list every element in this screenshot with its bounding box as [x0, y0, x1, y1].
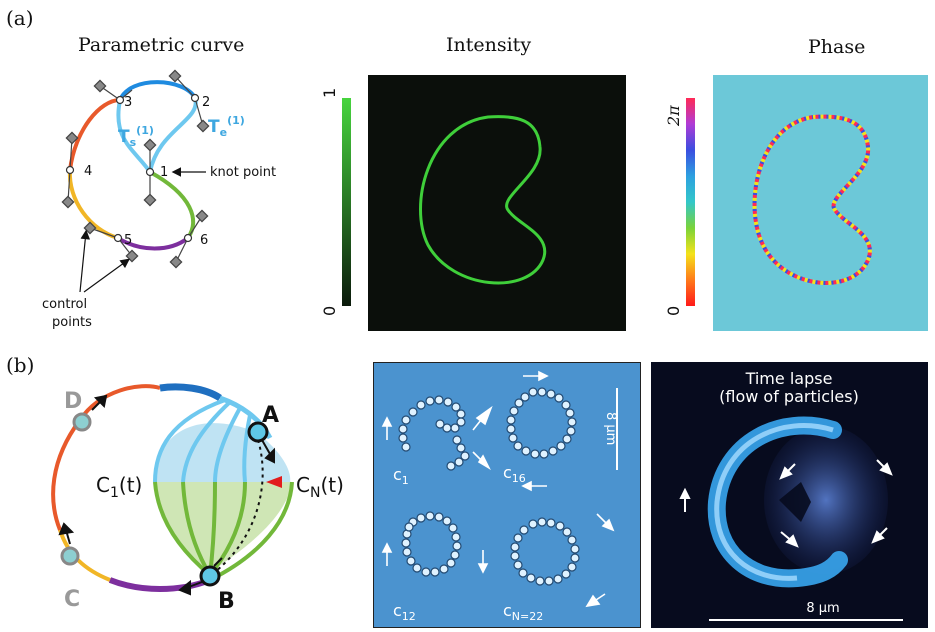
intensity-curve: [419, 115, 547, 285]
knot-label-2: 2: [202, 95, 210, 110]
particle-d: [72, 412, 92, 432]
control-arrow-1: [79, 229, 91, 293]
knot-label-3: 3: [124, 95, 132, 110]
label-d: D: [64, 389, 82, 414]
flow-lines-blue: [153, 398, 252, 483]
micrograph-label-c16: c16: [503, 463, 526, 485]
timelapse-arrows: [679, 459, 893, 548]
control-arrow-2: [83, 258, 130, 293]
segment-green: [149, 170, 196, 240]
phase-colorbar: [686, 98, 695, 306]
micrograph-label-cn: cN=22: [503, 601, 543, 623]
knot-points: [65, 93, 200, 243]
intensity-max-label: 1: [320, 87, 339, 98]
ring-yellow: [58, 529, 111, 582]
timelapse-title-2: (flow of particles): [719, 387, 859, 406]
micrograph-arrows: [381, 370, 615, 608]
te-label: Te(1): [208, 114, 245, 139]
particles: [199, 421, 269, 587]
label-cn: CN(t): [296, 473, 344, 501]
knot-point-label: knot point: [210, 165, 276, 180]
timelapse-title-1: Time lapse: [745, 369, 833, 388]
particle-cloud: [764, 426, 888, 574]
red-marker: [266, 476, 282, 488]
phase-max-label: 2π: [664, 105, 683, 126]
timelapse-scale-label: 8 μm: [806, 601, 839, 616]
label-c1: C1(t): [96, 473, 142, 501]
knot-label-4: 4: [84, 164, 92, 179]
phase-curve-c: [752, 114, 872, 285]
micrograph-label-c1: c1: [393, 465, 409, 487]
parametric-curve-diagram: 1 2 3 4 5 6 Ts(1) Te(1) knot point contr…: [42, 69, 276, 330]
knot-label-1: 1: [160, 165, 168, 180]
segment-lightblue: [116, 99, 152, 174]
intensity-colorbar: [342, 98, 351, 306]
parametric-curve-title: Parametric curve: [78, 34, 245, 56]
intensity-image: [368, 75, 626, 331]
label-b: B: [218, 589, 235, 614]
knot-label-5: 5: [124, 233, 132, 248]
ring-blue: [159, 383, 222, 402]
cn-trajectory: [214, 439, 264, 573]
micrograph-scale-label: 8 μm: [603, 412, 618, 445]
ts-label: Ts(1): [118, 124, 154, 149]
particle-c: [60, 546, 80, 566]
segment-purple: [116, 236, 190, 251]
segment-orange: [68, 98, 121, 171]
knot-label-6: 6: [200, 233, 208, 248]
control-points-label-1: control: [42, 297, 87, 312]
label-c: C: [64, 587, 80, 612]
micrograph-label-c12: c12: [393, 601, 416, 623]
panel-a-label: (a): [6, 6, 34, 30]
ring-orange: [51, 418, 82, 531]
label-a: A: [262, 403, 279, 428]
segment-lightblue-2: [148, 97, 198, 173]
panel-b-label: (b): [6, 353, 35, 377]
control-points-label-2: points: [52, 315, 92, 330]
micrograph-image: 8 μm c1 c16 c12 cN=22: [373, 362, 641, 628]
intensity-min-label: 0: [320, 305, 339, 316]
flow-diagram: A B C D C1(t) CN(t): [51, 383, 344, 614]
phase-min-label: 0: [664, 305, 683, 316]
timelapse-image: Time lapse (flow of particles) 8 μm: [651, 362, 928, 628]
phase-image: [713, 75, 928, 331]
control-points: [61, 69, 210, 269]
phase-title: Phase: [808, 36, 866, 58]
intensity-title: Intensity: [446, 34, 532, 56]
